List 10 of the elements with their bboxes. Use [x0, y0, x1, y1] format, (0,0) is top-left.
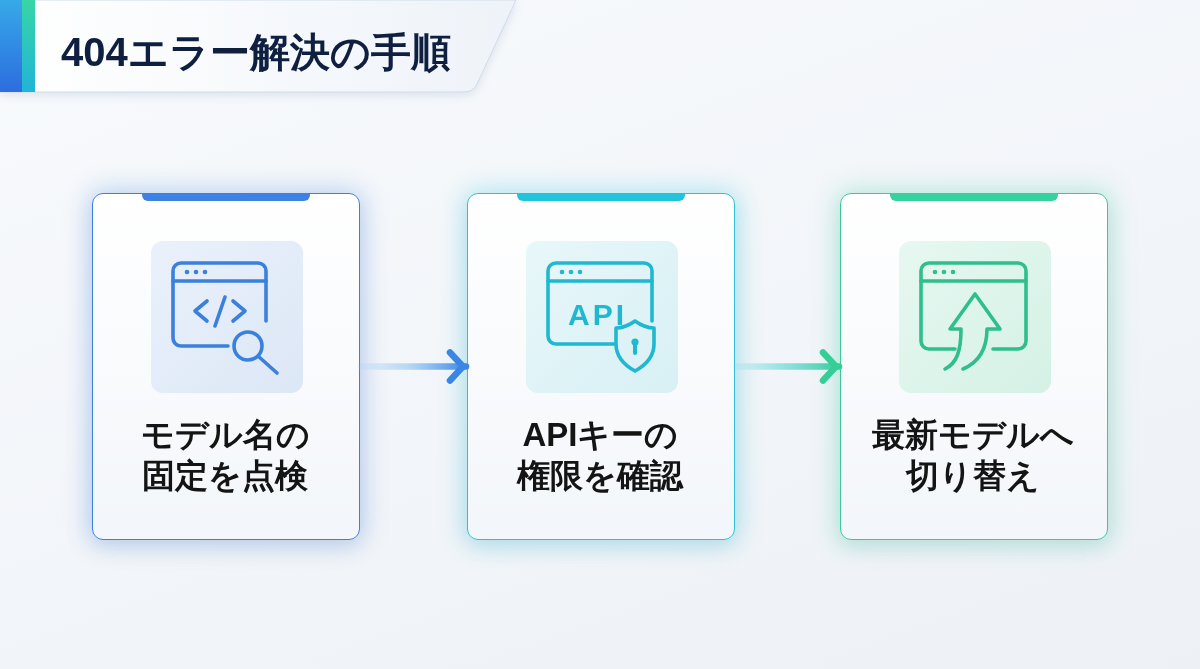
step-card	[467, 193, 735, 540]
icon-label: API	[568, 300, 627, 330]
arrow	[732, 349, 843, 384]
step-label: APIキーの権限を確認	[515, 415, 685, 496]
arrow	[357, 349, 470, 384]
step-label: 最新モデルへ切り替え	[871, 415, 1076, 496]
step-card	[92, 193, 360, 540]
step-card	[840, 193, 1108, 540]
step-label: モデル名の固定を点検	[139, 415, 311, 496]
title: 404エラー解決の手順	[61, 29, 451, 76]
